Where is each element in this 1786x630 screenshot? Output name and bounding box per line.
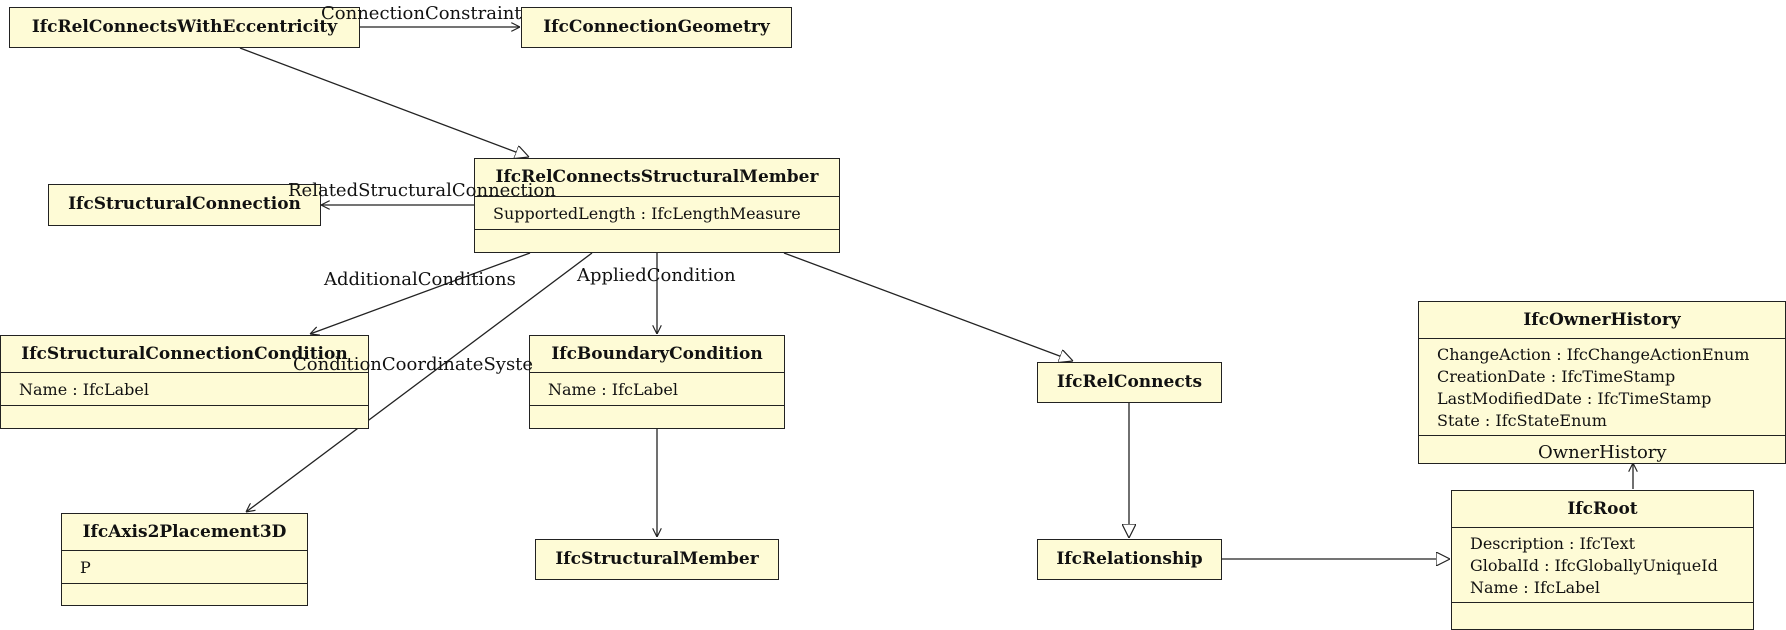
attribute: LastModifiedDate : IfcTimeStamp	[1437, 389, 1712, 408]
edge-label-related-structural-connection: RelatedStructuralConnection	[288, 180, 556, 201]
class-ifc-rel-connects-with-eccentricity[interactable]: IfcRelConnectsWithEccentricity	[9, 7, 360, 48]
class-ifc-rel-connects[interactable]: IfcRelConnects	[1037, 362, 1222, 403]
attribute: Name : IfcLabel	[1470, 578, 1600, 597]
class-attributes: P	[62, 550, 307, 583]
attribute: State : IfcStateEnum	[1437, 411, 1607, 430]
class-name: IfcRelConnectsStructuralMember	[495, 167, 819, 187]
class-attributes: Name : IfcLabel	[1, 372, 368, 405]
class-name: IfcStructuralConnection	[68, 194, 301, 214]
class-name: IfcRelConnectsWithEccentricity	[31, 17, 338, 37]
class-ifc-axis2-placement3d[interactable]: IfcAxis2Placement3D P	[61, 513, 308, 606]
edge-label-condition-coordinate-system: ConditionCoordinateSyste	[293, 354, 534, 375]
class-attributes: ChangeAction : IfcChangeActionEnum Creat…	[1419, 338, 1785, 435]
class-ifc-boundary-condition[interactable]: IfcBoundaryCondition Name : IfcLabel	[529, 335, 785, 429]
class-ifc-owner-history[interactable]: IfcOwnerHistory ChangeAction : IfcChange…	[1418, 301, 1786, 464]
class-attributes: SupportedLength : IfcLengthMeasure	[475, 196, 839, 229]
attribute: Description : IfcText	[1470, 534, 1636, 553]
class-name: IfcConnectionGeometry	[543, 17, 770, 37]
class-operations	[475, 229, 839, 248]
class-name: IfcStructuralConnectionCondition	[21, 344, 348, 364]
attribute: CreationDate : IfcTimeStamp	[1437, 367, 1676, 386]
attribute: ChangeAction : IfcChangeActionEnum	[1437, 345, 1750, 364]
edge-gen-csm-to-relconnects	[783, 252, 1073, 361]
class-operations	[1419, 435, 1785, 454]
class-name: IfcStructuralMember	[555, 549, 759, 569]
class-operations	[1, 405, 368, 424]
class-attributes: Description : IfcText GlobalId : IfcGlob…	[1452, 527, 1753, 602]
class-operations	[62, 583, 307, 602]
attribute: SupportedLength : IfcLengthMeasure	[493, 204, 801, 223]
attribute: Name : IfcLabel	[548, 380, 678, 399]
class-ifc-rel-connects-structural-member[interactable]: IfcRelConnectsStructuralMember Supported…	[474, 158, 840, 253]
edge-label-owner-history: OwnerHistory	[1538, 442, 1667, 463]
class-ifc-root[interactable]: IfcRoot Description : IfcText GlobalId :…	[1451, 490, 1754, 630]
class-ifc-relationship[interactable]: IfcRelationship	[1037, 539, 1222, 580]
class-name: IfcRoot	[1567, 499, 1638, 519]
class-operations	[530, 405, 784, 424]
edge-label-connection-constraint: ConnectionConstraint	[321, 3, 522, 24]
class-ifc-structural-member[interactable]: IfcStructuralMember	[535, 539, 779, 580]
attribute: P	[80, 558, 91, 577]
edge-condition-coordinate-system	[246, 252, 593, 512]
class-attributes: Name : IfcLabel	[530, 372, 784, 405]
attribute: GlobalId : IfcGloballyUniqueId	[1470, 556, 1718, 575]
edge-additional-conditions	[310, 252, 531, 334]
class-ifc-structural-connection-condition[interactable]: IfcStructuralConnectionCondition Name : …	[0, 335, 369, 429]
class-name: IfcOwnerHistory	[1523, 310, 1681, 330]
class-operations	[1452, 602, 1753, 621]
class-name: IfcRelConnects	[1056, 372, 1203, 392]
attribute: Name : IfcLabel	[19, 380, 149, 399]
edge-gen-ecc-to-csm	[239, 47, 529, 157]
class-name: IfcRelationship	[1056, 549, 1203, 569]
class-name: IfcBoundaryCondition	[551, 344, 763, 364]
class-name: IfcAxis2Placement3D	[82, 522, 287, 542]
class-ifc-connection-geometry[interactable]: IfcConnectionGeometry	[521, 7, 792, 48]
class-ifc-structural-connection[interactable]: IfcStructuralConnection	[48, 184, 321, 226]
edge-label-applied-condition: AppliedCondition	[577, 265, 736, 286]
edge-label-additional-conditions: AdditionalConditions	[324, 269, 516, 290]
